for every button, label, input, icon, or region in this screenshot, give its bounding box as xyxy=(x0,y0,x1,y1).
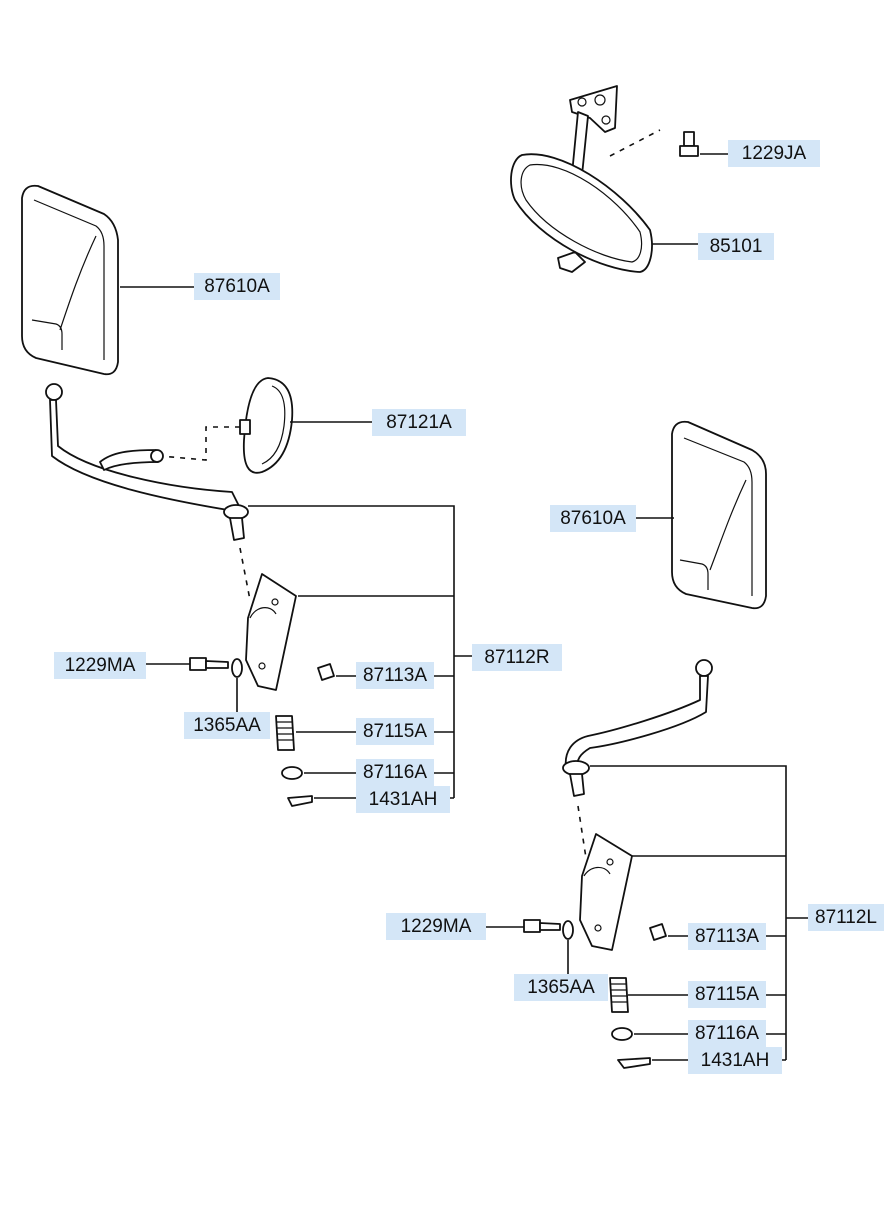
label-87115A-upper[interactable]: 87115A xyxy=(356,718,434,745)
label-87113A-lower[interactable]: 87113A xyxy=(688,923,766,950)
label-1365AA-upper[interactable]: 1365AA xyxy=(184,712,270,739)
label-87610A-left[interactable]: 87610A xyxy=(194,273,280,300)
right-outside-mirror xyxy=(671,420,767,610)
label-87112R[interactable]: 87112R xyxy=(472,644,562,671)
left-outside-mirror xyxy=(21,184,119,376)
label-87116A-upper[interactable]: 87116A xyxy=(356,759,434,786)
inside-mirror xyxy=(510,85,699,273)
label-87112L[interactable]: 87112L xyxy=(808,904,884,931)
label-1365AA-lower[interactable]: 1365AA xyxy=(514,974,608,1001)
left-bracket xyxy=(189,573,335,807)
label-1229MA-upper[interactable]: 1229MA xyxy=(54,652,146,679)
label-85101[interactable]: 85101 xyxy=(698,233,774,260)
round-mirror-and-arm xyxy=(45,377,294,601)
right-arm-and-bracket xyxy=(523,659,713,1069)
label-87610A-right[interactable]: 87610A xyxy=(550,505,636,532)
label-87115A-lower[interactable]: 87115A xyxy=(688,981,766,1008)
label-1229MA-lower[interactable]: 1229MA xyxy=(386,913,486,940)
label-87113A-upper[interactable]: 87113A xyxy=(356,662,434,689)
label-1229JA[interactable]: 1229JA xyxy=(728,140,820,167)
label-87116A-lower[interactable]: 87116A xyxy=(688,1020,766,1047)
leader-lines xyxy=(120,153,808,1061)
label-1431AH-lower[interactable]: 1431AH xyxy=(688,1047,782,1074)
label-1431AH-upper[interactable]: 1431AH xyxy=(356,786,450,813)
label-87121A[interactable]: 87121A xyxy=(372,409,466,436)
